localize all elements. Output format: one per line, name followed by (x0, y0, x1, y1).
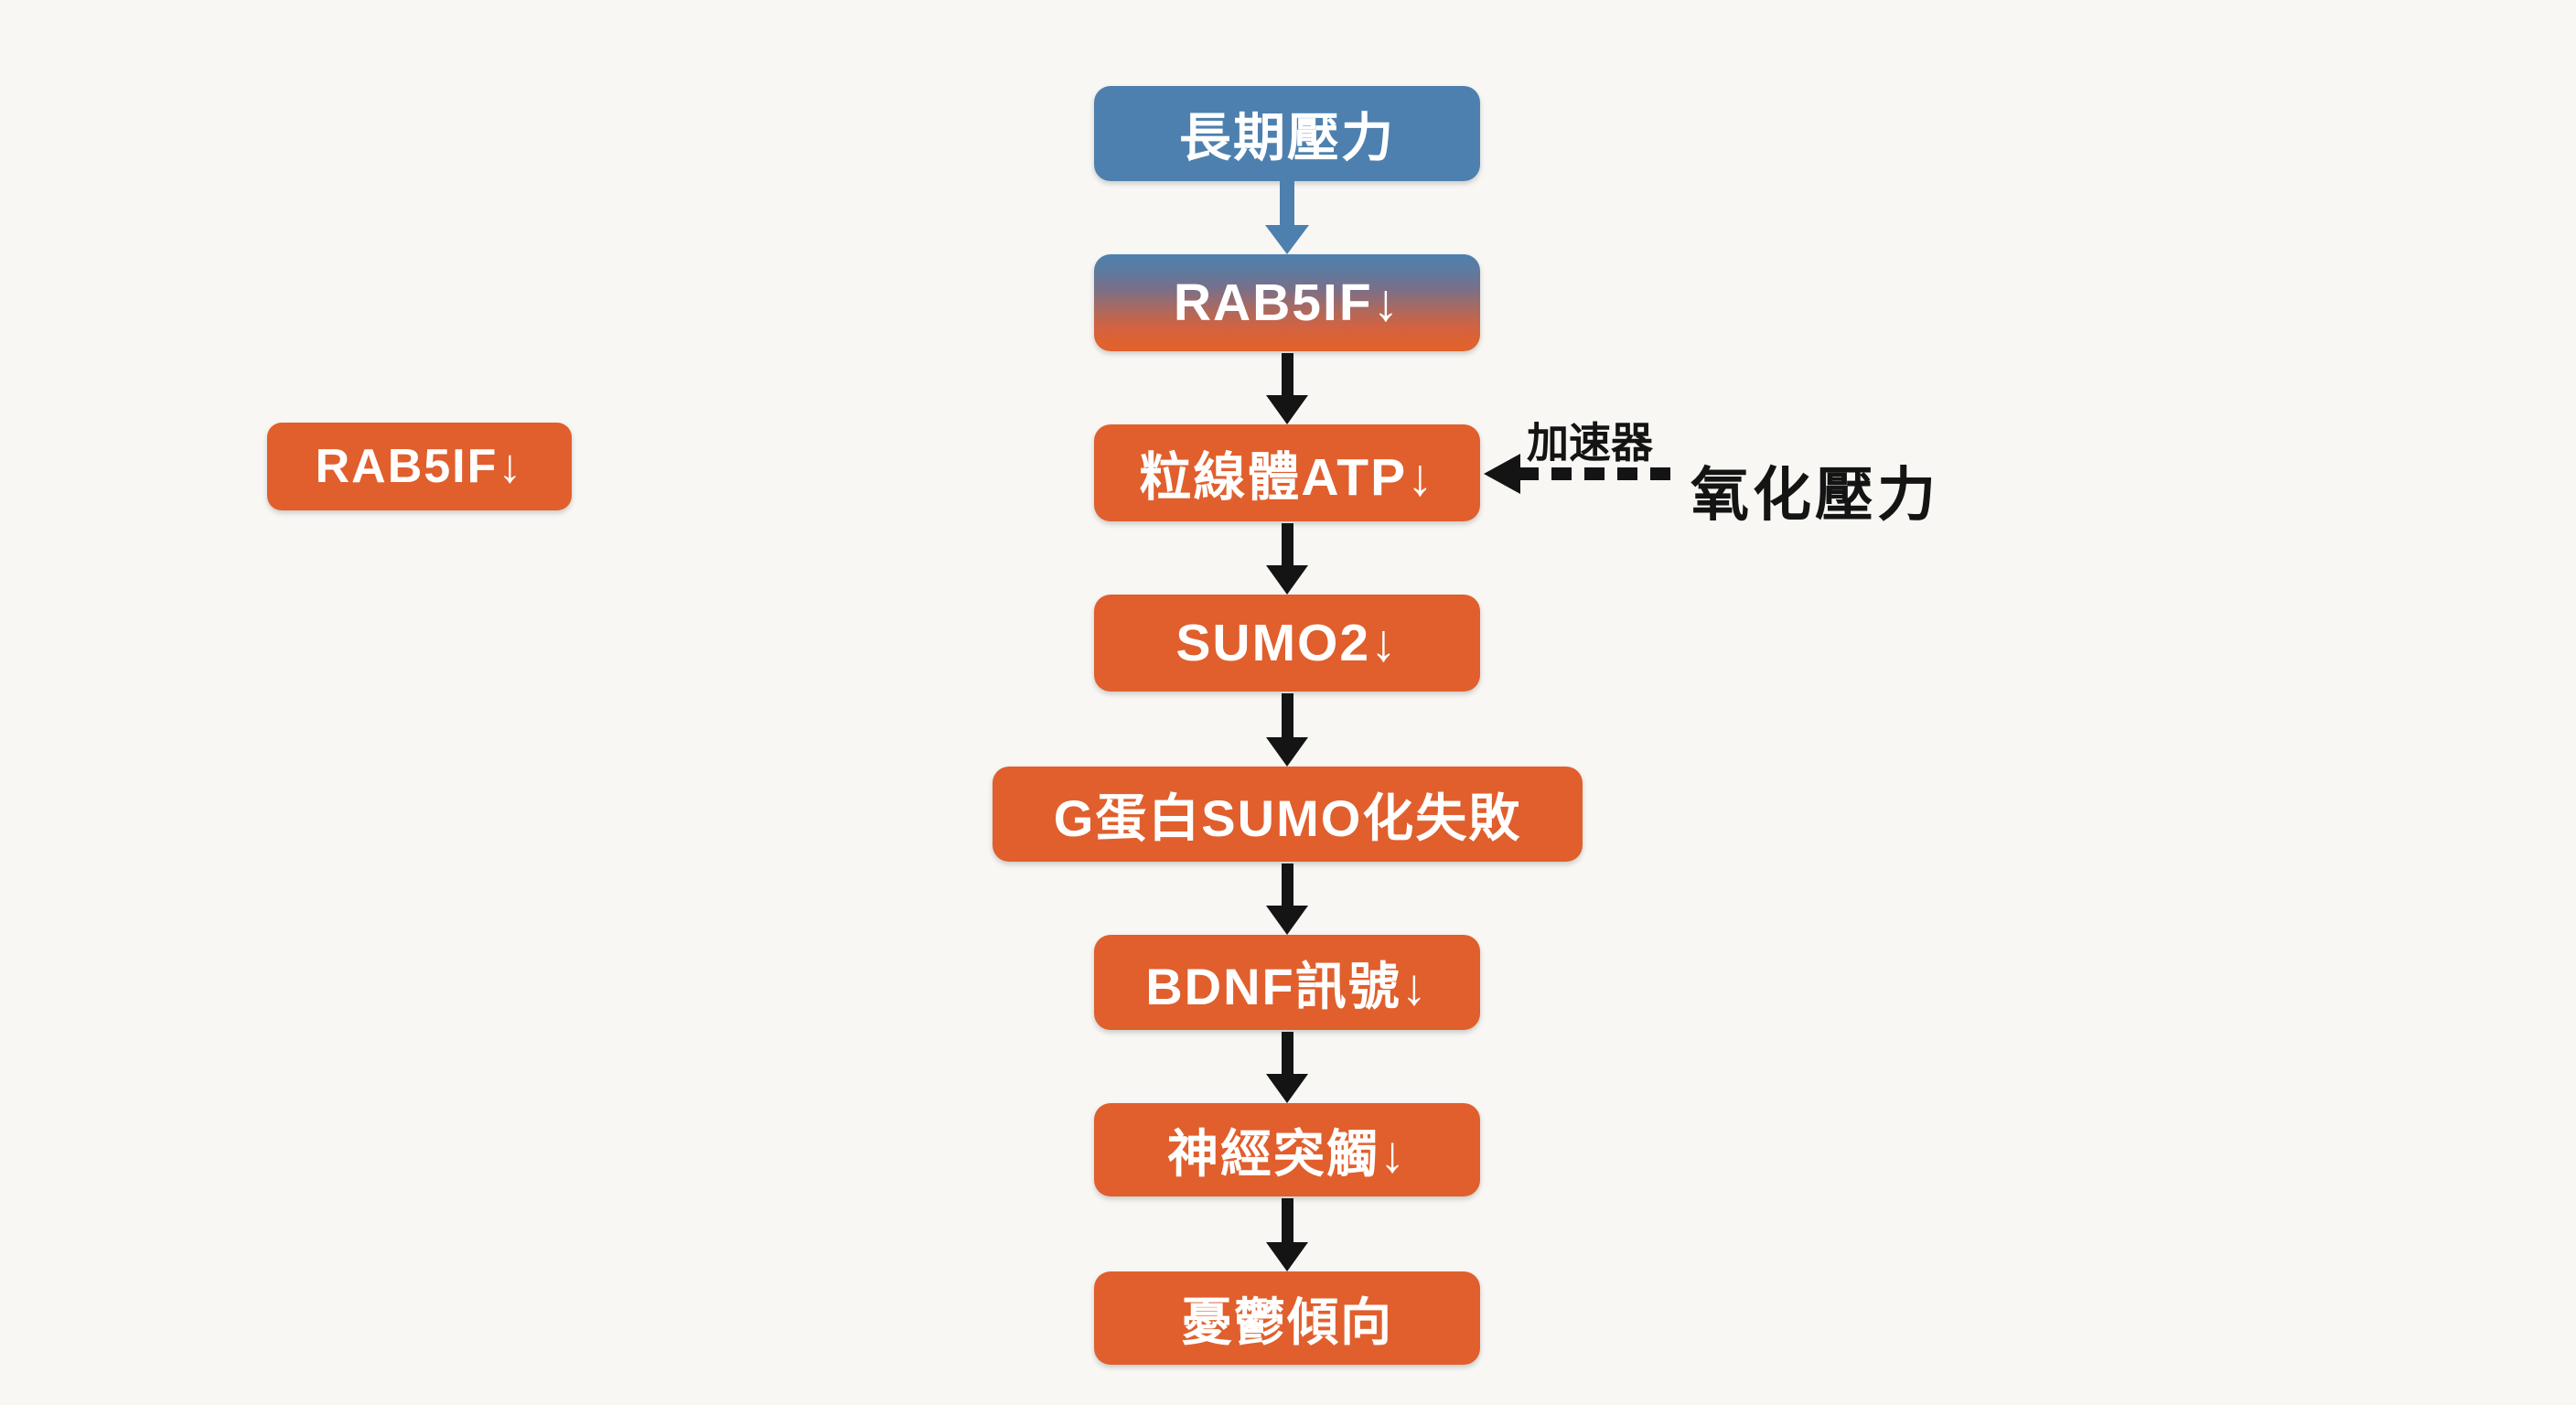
node-synapse-down-label: 神經突觸↓ (1167, 1124, 1407, 1183)
node-synapse-down: 神經突觸↓ (1094, 1103, 1480, 1196)
node-chronic-stress-label: 長期壓力 (1179, 109, 1395, 167)
node-bdnf-down: BDNF訊號↓ (1094, 935, 1480, 1030)
node-rab5if-down-label: RAB5IF↓ (1173, 273, 1401, 332)
node-rab5if-legend-label: RAB5IF↓ (315, 440, 524, 493)
dashed-arrow-left-icon (1484, 454, 1681, 494)
arrow-head (1266, 1242, 1308, 1271)
arrow-head (1266, 1074, 1308, 1103)
arrow-down-icon (1266, 1198, 1308, 1271)
arrow-head (1266, 906, 1308, 935)
arrow-shaft (1281, 523, 1293, 565)
node-mito-atp-down-label: 粒線體ATP↓ (1139, 448, 1435, 507)
arrow-shaft (1281, 353, 1293, 395)
node-depression-label: 憂鬱傾向 (1181, 1292, 1393, 1351)
node-rab5if-legend: RAB5IF↓ (267, 423, 572, 510)
arrow-head (1265, 225, 1309, 254)
arrow-head (1266, 565, 1308, 595)
arrow-shaft (1281, 1198, 1293, 1242)
node-gprotein-sumo-fail-label: G蛋白SUMO化失敗 (1053, 788, 1522, 847)
label-accelerator: 加速器 (1527, 419, 1653, 467)
arrow-down-icon (1266, 863, 1308, 935)
arrow-down-icon (1266, 523, 1308, 595)
node-gprotein-sumo-fail: G蛋白SUMO化失敗 (993, 767, 1583, 862)
node-rab5if-down: RAB5IF↓ (1094, 254, 1480, 351)
node-mito-atp-down: 粒線體ATP↓ (1094, 424, 1480, 521)
node-chronic-stress: 長期壓力 (1094, 86, 1480, 181)
arrow-head (1266, 737, 1308, 767)
arrow-shaft (1281, 1032, 1293, 1074)
node-sumo2-down-label: SUMO2↓ (1175, 614, 1399, 672)
arrow-shaft (1280, 181, 1294, 225)
arrow-down-icon (1266, 1032, 1308, 1103)
label-oxidative-stress: 氧化壓力 (1690, 462, 1939, 528)
node-depression: 憂鬱傾向 (1094, 1271, 1480, 1365)
arrow-head (1266, 395, 1308, 424)
node-sumo2-down: SUMO2↓ (1094, 595, 1480, 692)
arrow-down-icon (1266, 693, 1308, 767)
arrow-down-blue-icon (1265, 181, 1309, 254)
arrow-head (1484, 454, 1520, 494)
arrow-shaft (1281, 693, 1293, 737)
dashed-line (1519, 467, 1681, 480)
arrow-shaft (1281, 863, 1293, 906)
node-bdnf-down-label: BDNF訊號↓ (1145, 957, 1429, 1015)
arrow-down-icon (1266, 353, 1308, 424)
